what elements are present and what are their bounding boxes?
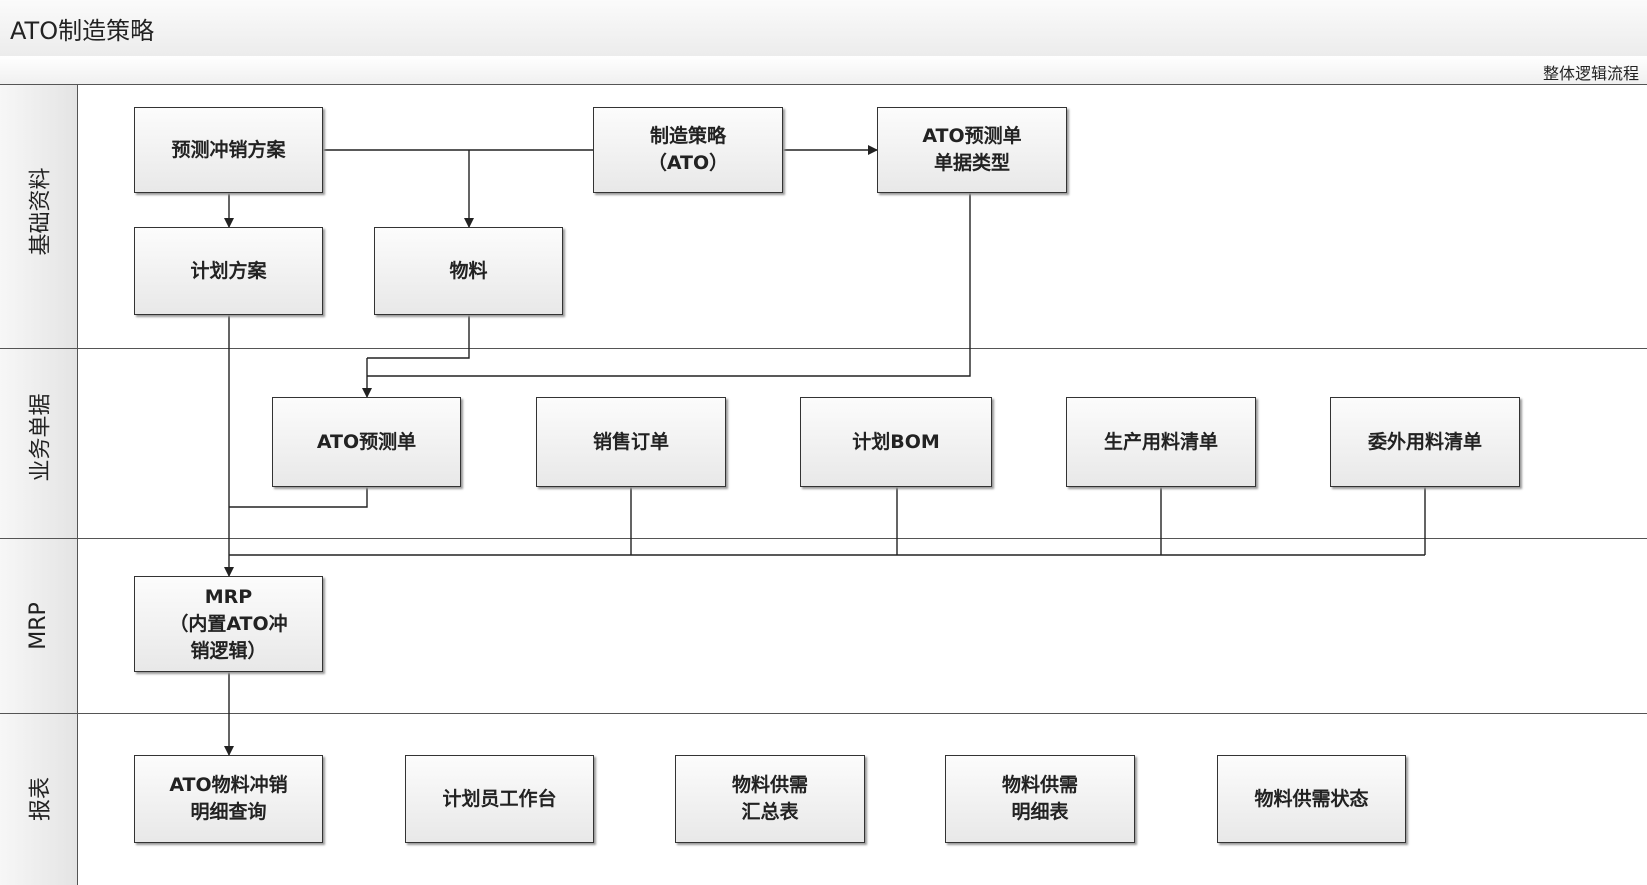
node-label: 物料 — [449, 259, 488, 282]
node-label: ATO预测单 — [316, 430, 417, 453]
node-label: 制造策略 （ATO） — [647, 125, 729, 174]
node-label: 预测冲销方案 — [171, 138, 286, 161]
node-production-bom[interactable]: 生产用料清单 — [1066, 397, 1256, 487]
lane-separator — [0, 538, 1647, 539]
node-label: 计划员工作台 — [442, 787, 557, 810]
node-supply-demand-detail[interactable]: 物料供需 明细表 — [945, 755, 1135, 843]
node-planner-workbench[interactable]: 计划员工作台 — [405, 755, 594, 843]
connector-material-to-forecast — [367, 315, 470, 359]
node-label: 物料供需状态 — [1254, 787, 1369, 810]
page-subtitle: 整体逻辑流程 — [1542, 64, 1639, 83]
node-supply-demand-summary[interactable]: 物料供需 汇总表 — [675, 755, 865, 843]
node-sales-order[interactable]: 销售订单 — [536, 397, 726, 487]
node-label: ATO预测单 单据类型 — [922, 125, 1022, 174]
node-manufacturing-strategy[interactable]: 制造策略 （ATO） — [593, 107, 783, 193]
node-label: 委外用料清单 — [1367, 430, 1482, 453]
node-supply-demand-status[interactable]: 物料供需状态 — [1217, 755, 1406, 843]
node-material[interactable]: 物料 — [374, 227, 563, 315]
connector-doc-type-to-forecast — [367, 193, 971, 377]
node-label: 计划BOM — [852, 430, 940, 453]
node-label: 销售订单 — [592, 430, 669, 453]
node-mrp[interactable]: MRP （内置ATO冲 销逻辑） — [134, 576, 323, 672]
node-ato-forecast[interactable]: ATO预测单 — [272, 397, 461, 487]
node-outsourcing-bom[interactable]: 委外用料清单 — [1330, 397, 1520, 487]
node-ato-offset-detail[interactable]: ATO物料冲销 明细查询 — [134, 755, 323, 843]
connector-forecast-to-mrp — [229, 487, 368, 508]
lane-header-mrp: MRP — [0, 538, 78, 713]
node-planning-scheme[interactable]: 计划方案 — [134, 227, 323, 315]
lane-header-reports: 报表 — [0, 713, 78, 885]
node-label: 计划方案 — [190, 259, 267, 282]
node-label: 物料供需 汇总表 — [731, 774, 808, 823]
node-planning-bom[interactable]: 计划BOM — [800, 397, 992, 487]
node-label: 物料供需 明细表 — [1001, 774, 1078, 823]
node-label: MRP （内置ATO冲 销逻辑） — [169, 585, 288, 662]
node-forecast-offset-plan[interactable]: 预测冲销方案 — [134, 107, 323, 193]
subtitle-bar: 整体逻辑流程 — [0, 56, 1647, 85]
node-label: ATO物料冲销 明细查询 — [169, 774, 288, 823]
node-label: 生产用料清单 — [1103, 430, 1218, 453]
node-ato-forecast-doc-type[interactable]: ATO预测单 单据类型 — [877, 107, 1067, 193]
lane-header-business-docs: 业务单据 — [0, 348, 78, 538]
lane-separator — [0, 713, 1647, 714]
page-title: ATO制造策略 — [10, 17, 155, 45]
lane-header-basic-data: 基础资料 — [0, 85, 78, 348]
lane-separator — [0, 348, 1647, 349]
